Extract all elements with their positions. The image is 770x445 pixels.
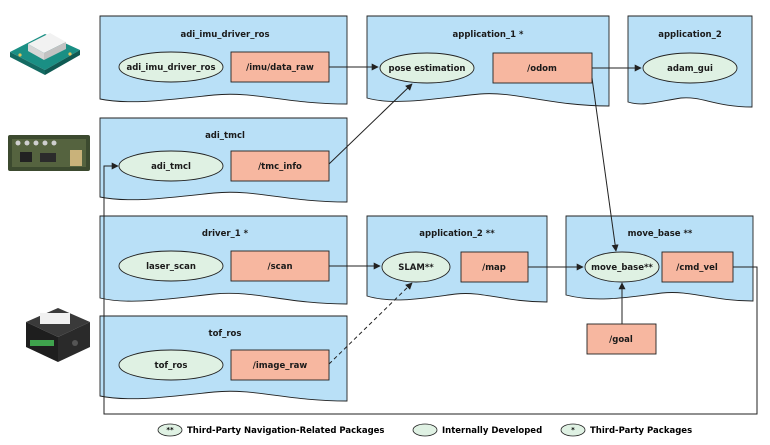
legend-third-party-marker bbox=[560, 423, 586, 437]
node-label: adi_imu_driver_ros bbox=[126, 63, 215, 73]
node-adi-tmcl bbox=[118, 150, 224, 182]
topic-label: /odom bbox=[527, 64, 557, 74]
package-title: tof_ros bbox=[209, 329, 242, 339]
legend-third-party-nav-marker bbox=[157, 423, 183, 437]
node-move-base bbox=[584, 251, 660, 283]
topic-odom bbox=[492, 52, 593, 84]
node-tof-ros bbox=[118, 349, 224, 381]
package-title: driver_1 * bbox=[202, 229, 249, 239]
topic-image-raw bbox=[230, 349, 330, 381]
node-adam-gui bbox=[642, 52, 738, 84]
node-adi-imu-driver-ros bbox=[118, 51, 224, 83]
topic-label: /scan bbox=[268, 262, 293, 272]
package-title: application_1 * bbox=[453, 30, 524, 40]
legend-label: Third-Party Navigation-Related Packages bbox=[187, 426, 384, 436]
package-title: move_base ** bbox=[628, 229, 693, 239]
edge-image-to-slam bbox=[328, 282, 413, 365]
package-title: application_2 ** bbox=[419, 229, 495, 239]
legend-label: Internally Developed bbox=[442, 426, 542, 436]
node-slam bbox=[381, 251, 451, 283]
package-title: adi_tmcl bbox=[205, 131, 245, 141]
motor-controller-board-icon bbox=[8, 135, 90, 171]
package-title: adi_imu_driver_ros bbox=[180, 30, 269, 40]
legend: ** Third-Party Navigation-Related Packag… bbox=[157, 423, 692, 437]
legend-mark: ** bbox=[166, 426, 174, 434]
topic-label: /imu/data_raw bbox=[246, 63, 314, 73]
topic-label: /map bbox=[482, 263, 506, 273]
node-label: tof_ros bbox=[155, 361, 188, 371]
node-label: pose estimation bbox=[389, 64, 466, 74]
topic-label: /image_raw bbox=[253, 361, 308, 371]
package-title: application_2 bbox=[658, 30, 722, 40]
node-label: SLAM** bbox=[398, 263, 434, 273]
node-label: laser_scan bbox=[146, 262, 196, 272]
node-label: adam_gui bbox=[667, 64, 713, 74]
edge-odom-to-move-base bbox=[591, 77, 619, 252]
edge-tmc-to-pose bbox=[328, 83, 413, 165]
edge-cmd-vel-to-adi-tmcl bbox=[103, 162, 758, 415]
topic-cmd-vel bbox=[661, 251, 734, 283]
node-label: move_base** bbox=[591, 263, 653, 273]
topic-label: /tmc_info bbox=[258, 162, 302, 172]
topic-label: /goal bbox=[609, 335, 633, 345]
topic-imu-data-raw bbox=[230, 51, 330, 83]
node-label: adi_tmcl bbox=[151, 162, 191, 172]
tof-camera-icon bbox=[26, 308, 90, 362]
topic-goal bbox=[586, 323, 657, 355]
imu-board-icon bbox=[10, 33, 80, 75]
package-driver-1 bbox=[99, 215, 348, 305]
topic-scan bbox=[230, 250, 330, 282]
node-pose-estimation bbox=[379, 52, 475, 84]
topic-map bbox=[460, 251, 529, 283]
topic-tmc-info bbox=[230, 150, 330, 182]
legend-mark: * bbox=[571, 426, 575, 434]
package-application-1 bbox=[366, 15, 610, 107]
topic-label: /cmd_vel bbox=[676, 263, 718, 273]
legend-label: Third-Party Packages bbox=[590, 426, 692, 436]
node-laser-scan bbox=[118, 250, 224, 282]
legend-internal-marker bbox=[412, 423, 438, 437]
